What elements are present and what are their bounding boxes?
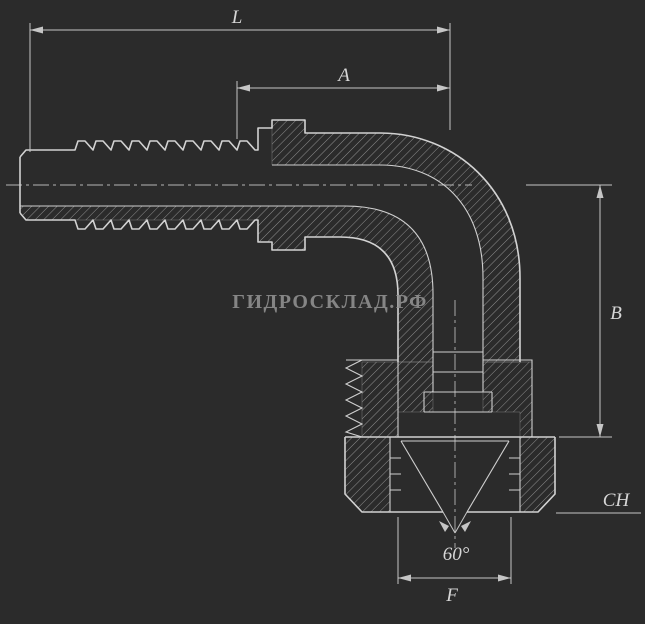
angle-arrow-right [461, 521, 471, 532]
barb-shank-bottom-profile [19, 212, 399, 362]
dimension-l-arrow-left [30, 26, 43, 34]
dimension-a-arrow-right [437, 84, 450, 92]
angle-label: 60° [443, 544, 470, 565]
hatch-left-tube [397, 361, 434, 413]
seat-cone-left [400, 440, 444, 513]
dimension-b-label: B [610, 303, 622, 324]
dimension-b: B [526, 184, 622, 438]
dimension-b-arrow-top [596, 185, 604, 198]
bore-bottom-line [20, 205, 434, 352]
dimension-f: F [397, 517, 512, 606]
dimension-f-arrow-right [498, 574, 511, 582]
dimension-a-arrow-left [237, 84, 250, 92]
collar-top-right [483, 359, 533, 437]
dimension-l-arrow-right [437, 26, 450, 34]
dimension-l: L [29, 7, 451, 152]
collar-top-left [346, 359, 399, 437]
nut-left-edge [344, 437, 443, 513]
dimension-a-label: A [336, 65, 350, 86]
nut-right-edge [467, 437, 556, 513]
nipple-nose [423, 351, 493, 413]
fitting-outline [19, 119, 521, 362]
hatch-nut-right [519, 436, 556, 513]
dimension-f-arrow-left [398, 574, 411, 582]
bore-top-line [272, 164, 484, 352]
dimension-angle: 60° [439, 521, 471, 565]
cone-extension-lines [442, 511, 468, 534]
knurled-collar-edge [344, 359, 364, 438]
angle-arrow-left [439, 521, 449, 532]
barb-shank-top-profile [19, 119, 521, 362]
hatch-left-collar [361, 361, 399, 438]
watermark: ГИДРОСКЛАД.РФ [232, 291, 428, 313]
dimension-ch: CH [556, 490, 641, 514]
seat-cone-right [466, 440, 510, 513]
thread-ticks [390, 457, 520, 491]
dimension-ch-label: CH [603, 490, 631, 511]
centerlines [6, 184, 472, 548]
hatch-right-tube [482, 361, 533, 438]
swivel-assembly [344, 351, 556, 534]
dimension-a: A [236, 65, 450, 139]
dimension-f-label: F [445, 585, 458, 606]
dimension-l-label: L [231, 7, 243, 28]
dimension-b-arrow-bottom [596, 424, 604, 437]
section-hatch-areas [19, 119, 556, 513]
